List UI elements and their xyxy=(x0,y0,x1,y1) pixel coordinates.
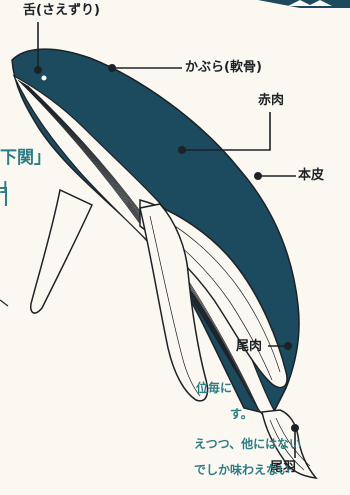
pleat-line xyxy=(20,81,242,382)
lower-flipper xyxy=(139,203,209,402)
akaniku-leader xyxy=(182,112,271,151)
label-oniku: 尾肉 xyxy=(236,339,263,354)
honkawa-dot xyxy=(254,172,263,181)
whale-eye xyxy=(41,75,47,81)
left-small-mark xyxy=(0,299,9,307)
side-text-line-3: えつつ、他にはない xyxy=(194,437,302,451)
label-honkawa: 本皮 xyxy=(298,168,325,183)
pleat-line xyxy=(19,80,240,377)
akaniku-dot xyxy=(178,146,187,155)
left-flipper xyxy=(30,188,93,314)
tail-fluke xyxy=(261,409,318,479)
oniku-dot xyxy=(283,341,292,350)
obane-dot xyxy=(290,423,299,432)
side-text-line-2: す。 xyxy=(230,407,253,421)
pleat-line xyxy=(21,81,245,386)
side-text-line-1: 位毎に xyxy=(196,381,233,395)
label-kabura: かぶら(軟骨) xyxy=(185,60,262,75)
label-akaniku: 赤肉 xyxy=(258,93,285,108)
side-heading-fragment: 下関」 xyxy=(0,148,51,168)
label-tongue: 舌(さえずり) xyxy=(23,3,100,18)
left-bracket-mark xyxy=(0,187,7,206)
kabura-dot xyxy=(108,64,117,73)
label-obane: 尾羽 xyxy=(270,460,297,475)
pleat-line xyxy=(17,79,237,373)
side-text-line-4: でしか味わえない xyxy=(194,463,291,477)
tongue-dot xyxy=(33,66,42,75)
side-bracket-fragment: 」 xyxy=(0,176,17,196)
